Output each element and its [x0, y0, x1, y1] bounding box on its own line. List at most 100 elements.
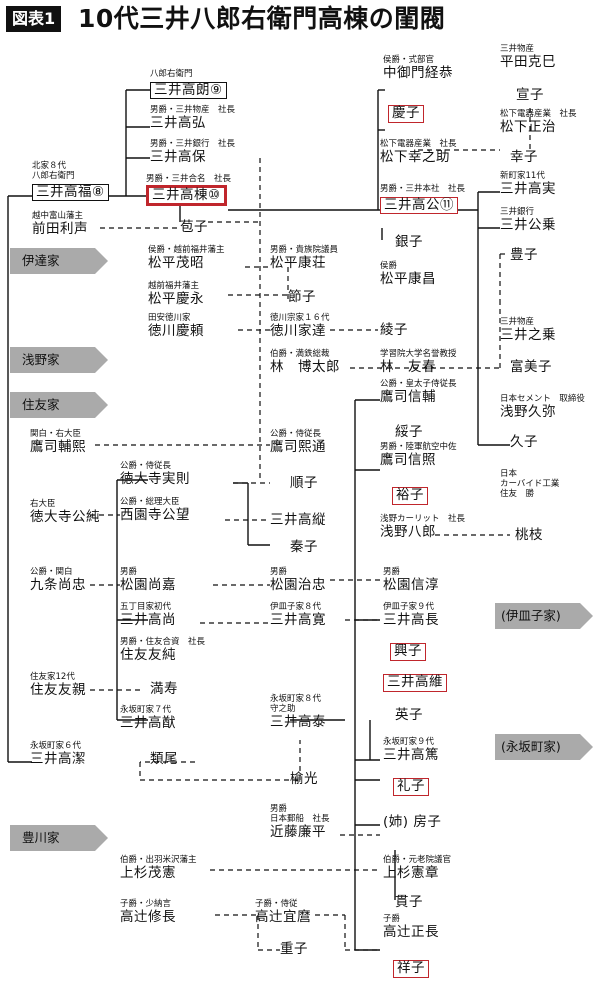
person-name: 近藤廉平	[270, 823, 326, 840]
person-tomoko: 苞子	[180, 219, 208, 236]
person-takahisa: 五丁目家初代三井高尚	[120, 602, 176, 628]
person-kaneko: 榆光	[290, 771, 318, 788]
person-hirata: 三井物産平田克巳	[500, 44, 556, 70]
person-title: 伯爵・元老院議官	[383, 855, 452, 865]
arrow-sumitomo	[10, 392, 108, 418]
person-name: 裕子	[392, 487, 428, 505]
person-takanaga: 伊皿子家９代三井高長	[383, 602, 439, 628]
person-takaatsu: 永坂町家９代三井高篤	[383, 737, 439, 763]
person-title: 三井銀行	[500, 207, 535, 217]
arrow-iyoko	[495, 603, 593, 629]
family-label-nagasaka: (永坂町家)	[501, 739, 561, 754]
person-okiko: 興子	[390, 641, 426, 661]
person-title: 侯爵・式部官	[383, 55, 435, 65]
person-title: 浅野カーリット 社長	[380, 514, 466, 524]
person-name: 林 博太郎	[270, 358, 340, 375]
person-name: 三井高実	[500, 180, 556, 197]
person-title: 男爵	[270, 567, 288, 577]
person-uesugiK: 伯爵・元老院議官上杉憲章	[383, 855, 452, 881]
person-name: 徳川家達	[270, 322, 326, 339]
person-name: 浅野八郎	[380, 523, 436, 540]
person-nobuatsu: 男爵松園信淳	[383, 567, 439, 593]
person-name: 綏子	[395, 424, 423, 440]
person-name: 順子	[290, 475, 318, 491]
diagram-title: 10代三井八郎右衛門高棟の閨閥	[78, 4, 446, 33]
person-hatako: 秦子	[290, 539, 318, 556]
person-kounosuke: 松下電器産業 社長松下幸之助	[380, 139, 457, 165]
person-fumiko: 富美子	[510, 359, 552, 376]
person-title: 侯爵・越前福井藩主	[148, 245, 225, 255]
person-name: 満寿	[150, 681, 178, 697]
person-name: 三井高寛	[270, 611, 326, 628]
person-title: 永坂町家８代	[270, 694, 322, 704]
person-name: 宣子	[516, 87, 544, 103]
person-title: 松下電器産業 社長	[500, 109, 577, 119]
arrow-hosokawa	[10, 825, 108, 851]
person-title: 越前福井藩主	[148, 281, 200, 291]
arrow-nagasaka	[495, 734, 593, 760]
person-asano8: 浅野カーリット 社長浅野八郎	[380, 514, 466, 540]
person-name: 中御門経恭	[383, 64, 453, 81]
person-title: 男爵	[270, 804, 288, 814]
person-title: 公爵・総理大臣	[120, 497, 180, 507]
person-hayashit: 学習院大学名誉教授林 友春	[380, 349, 457, 375]
person-name: 三井高潔	[30, 750, 86, 767]
person-title: 男爵・三井銀行 社長	[150, 139, 236, 149]
person-name: 三井高維	[383, 674, 447, 692]
person-fusako: (姉) 房子	[383, 814, 441, 831]
person-takaaki: 八郎右衛門三井高朗⑨	[150, 69, 227, 100]
person-kinito: 右大臣徳大寺公純	[30, 499, 100, 525]
family-label-iyoko: (伊皿子家)	[501, 608, 561, 623]
person-title: 公爵・関白	[30, 567, 73, 577]
person-title: 男爵・三井本社 社長	[380, 184, 466, 194]
person-yoshinaga: 越前福井藩主松平慶永	[148, 281, 204, 307]
person-name: 豊子	[510, 247, 538, 263]
person-title: カーバイド工業	[500, 478, 560, 489]
person-title: 男爵・陸軍航空中佐	[380, 442, 457, 452]
person-noriko: 宣子	[516, 87, 544, 104]
person-tomochika: 住友家12代住友友親	[30, 672, 86, 698]
person-name: 松下正治	[500, 118, 556, 135]
person-name: 幸子	[510, 149, 538, 165]
person-name: 鷹司熙通	[270, 438, 326, 455]
person-name: 松平慶永	[148, 290, 204, 307]
person-name: 慶子	[388, 105, 424, 123]
person-title: 永坂町家６代	[30, 741, 82, 751]
person-name: 興子	[390, 643, 426, 661]
person-title: 松下電器産業 社長	[380, 139, 457, 149]
person-tomozumi: 男爵・住友合資 社長住友友純	[120, 637, 205, 663]
person-title: 日本郵船 社長	[270, 813, 330, 824]
person-title: 公爵・皇太子侍従長	[380, 379, 457, 389]
person-junko: 順子	[290, 475, 318, 492]
person-mitsuju: 満寿	[150, 681, 178, 698]
person-name: 松下幸之助	[380, 148, 450, 165]
person-title: 八郎右衛門	[150, 69, 193, 79]
person-yasuo: 男爵・貴族院議員松平康荘	[270, 245, 338, 271]
person-nobusuke: 公爵・皇太子侍従長鷹司信輔	[380, 379, 457, 405]
person-takatsuka: 侯爵・式部官中御門経恭	[383, 55, 453, 81]
person-title: 永坂町家９代	[383, 737, 435, 747]
person-name: 礼子	[393, 778, 429, 796]
person-name: 高辻宜麿	[255, 908, 311, 925]
family-label-asano: 浅野家	[22, 352, 60, 367]
person-takayasu2: 永坂町家８代守之助三井高泰	[270, 694, 326, 730]
person-name: 貫子	[395, 894, 423, 910]
person-title: 八郎右衛門	[32, 170, 75, 181]
person-name: 三井高公⑪	[380, 196, 458, 215]
person-kondo: 男爵日本郵船 社長近藤廉平	[270, 804, 330, 840]
person-name: 三井高朗⑨	[150, 81, 227, 100]
person-name: 松平康昌	[380, 270, 436, 287]
person-takatsujiO: 子爵・少納言高辻修長	[120, 899, 176, 925]
person-name: 上杉憲章	[383, 864, 439, 881]
person-name: 住友友純	[120, 646, 176, 663]
person-momoe: 桃枝	[515, 527, 543, 544]
person-takayasu: 男爵・三井銀行 社長三井高保	[150, 139, 236, 165]
person-title: 永坂町家７代	[120, 705, 172, 715]
person-yasumasa: 侯爵松平康昌	[380, 261, 436, 287]
person-name: 鷹司信輔	[380, 388, 436, 405]
person-takamune: 男爵・三井合名 社長三井高棟⑩	[146, 174, 231, 207]
person-name: 綾子	[380, 322, 408, 338]
person-yukinori: 三井物産三井之乗	[500, 317, 556, 343]
person-title: 子爵・少納言	[120, 899, 172, 909]
person-takayoshi: 北家８代八郎右衛門三井高福⑧	[32, 161, 109, 202]
